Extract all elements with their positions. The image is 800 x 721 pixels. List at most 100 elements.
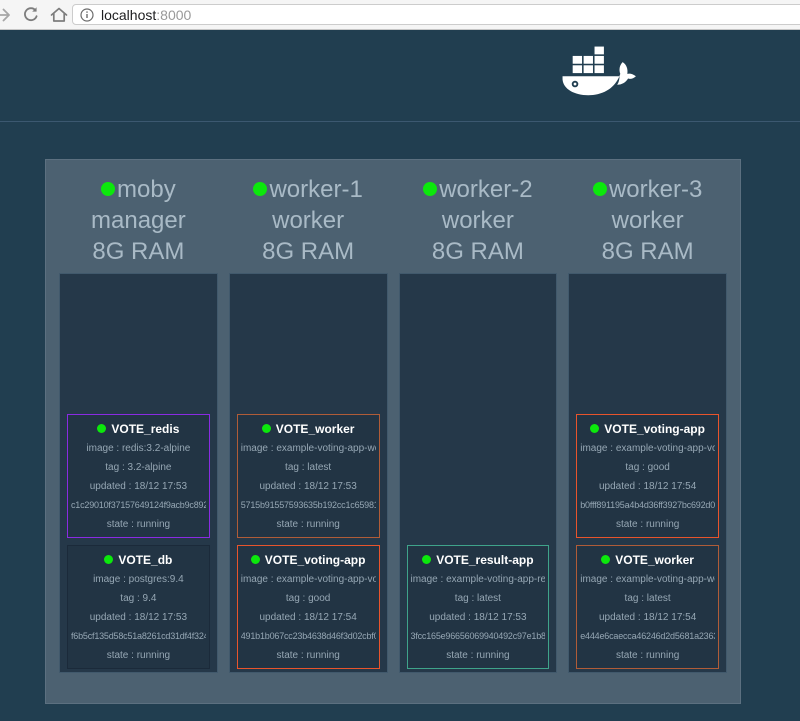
node-column: worker-3 worker 8G RAM VOTE_voting-app i…	[568, 172, 727, 673]
container-image: image : example-voting-app-worker:latest	[580, 574, 715, 585]
container-status-dot	[250, 555, 260, 565]
swarm-visualizer: moby manager 8G RAM VOTE_redis image : r…	[45, 159, 741, 704]
container-updated: updated : 18/12 17:53	[89, 481, 188, 492]
container-status-dot	[97, 424, 107, 434]
node-role: worker	[272, 207, 345, 234]
container-name: VOTE_worker	[275, 422, 355, 436]
node-panel: VOTE_worker image : example-voting-app-w…	[228, 273, 388, 673]
node-name: worker-2	[439, 176, 533, 203]
container-hash: f6b5cf135d58c51a8261cd31df4f3246	[71, 631, 206, 641]
container-updated: updated : 18/12 17:54	[598, 481, 697, 492]
container-name: VOTE_result-app	[436, 553, 534, 567]
node-status-dot	[592, 181, 607, 196]
container-card: VOTE_voting-app image : example-voting-a…	[236, 545, 380, 669]
forward-button[interactable]	[0, 5, 13, 25]
container-state: state : running	[106, 650, 171, 661]
node-name: worker-1	[269, 176, 363, 203]
container-state: state : running	[446, 650, 510, 661]
container-tag: tag : latest	[454, 593, 501, 604]
container-status-dot	[422, 555, 432, 565]
node-panel: VOTE_result-app image : example-voting-a…	[398, 273, 558, 673]
node-ram: 8G RAM	[262, 238, 355, 265]
node-column: worker-1 worker 8G RAM VOTE_worker image…	[228, 172, 388, 673]
container-name: VOTE_redis	[111, 422, 180, 436]
node-name: moby	[117, 176, 176, 203]
node-header: worker-2 worker 8G RAM	[399, 172, 558, 273]
container-image: image : redis:3.2-alpine	[86, 443, 191, 454]
node-panel: VOTE_voting-app image : example-voting-a…	[568, 273, 727, 673]
node-header: worker-1 worker 8G RAM	[229, 172, 388, 273]
container-status-dot	[261, 424, 271, 434]
container-hash: b0fff891195a4b4d36ff3927bc692d0b	[580, 500, 715, 510]
container-updated: updated : 18/12 17:53	[259, 481, 357, 492]
url-port: :8000	[156, 6, 192, 23]
node-role: worker	[611, 207, 684, 234]
container-tag: tag : 3.2-alpine	[105, 462, 172, 473]
container-hash: 3fcc165e96656069940492c97e1b8e6	[410, 631, 546, 641]
container-hash: 5715b91557593635b192cc1c6598172	[240, 500, 376, 510]
container-tag: tag : good	[285, 593, 331, 604]
node-panel: VOTE_redis image : redis:3.2-alpine tag …	[59, 273, 218, 673]
container-state: state : running	[276, 519, 340, 530]
container-tag: tag : latest	[624, 593, 671, 604]
node-ram: 8G RAM	[92, 238, 185, 265]
node-status-dot	[253, 181, 268, 196]
container-card: VOTE_redis image : redis:3.2-alpine tag …	[67, 414, 210, 538]
container-image: image : example-voting-app-vote:good	[240, 574, 376, 585]
nodes-row: moby manager 8G RAM VOTE_redis image : r…	[46, 160, 740, 703]
container-card: VOTE_db image : postgres:9.4 tag : 9.4 u…	[67, 545, 210, 669]
node-header: worker-3 worker 8G RAM	[568, 172, 727, 273]
container-status-dot	[601, 555, 611, 565]
container-image: image : example-voting-app-vote:good	[580, 443, 715, 454]
info-icon[interactable]	[80, 7, 94, 22]
container-tag: tag : latest	[285, 462, 332, 473]
node-status-dot	[423, 181, 438, 196]
container-state: state : running	[615, 519, 680, 530]
container-state: state : running	[276, 650, 340, 661]
node-header: moby manager 8G RAM	[59, 172, 218, 273]
container-state: state : running	[615, 650, 680, 661]
container-tag: tag : 9.4	[120, 593, 157, 604]
container-name: VOTE_db	[118, 553, 173, 567]
container-hash: e444e6caecca46246d2d5681a236316	[580, 631, 715, 641]
node-name: worker-3	[608, 176, 703, 203]
app-header	[0, 30, 800, 122]
container-tag: tag : good	[625, 462, 670, 473]
url-bar[interactable]: localhost:8000	[72, 4, 800, 25]
container-updated: updated : 18/12 17:53	[89, 612, 188, 623]
node-column: moby manager 8G RAM VOTE_redis image : r…	[59, 172, 218, 673]
node-status-dot	[101, 181, 116, 196]
container-card: VOTE_result-app image : example-voting-a…	[406, 545, 550, 669]
node-role: manager	[91, 207, 186, 234]
node-role: worker	[441, 207, 514, 234]
container-image: image : example-voting-app-result:latest	[410, 574, 546, 585]
container-status-dot	[104, 555, 114, 565]
refresh-icon	[24, 6, 38, 21]
container-image: image : postgres:9.4	[93, 574, 184, 585]
container-status-dot	[590, 424, 600, 434]
container-updated: updated : 18/12 17:54	[259, 612, 357, 623]
browser-toolbar: localhost:8000	[0, 0, 800, 30]
node-ram: 8G RAM	[601, 238, 694, 265]
container-hash: 491b1b067cc23b4638d46f3d02cbf03	[240, 631, 376, 641]
docker-logo-icon	[562, 46, 636, 96]
home-button[interactable]	[49, 5, 69, 25]
forward-arrow-icon	[0, 8, 10, 21]
node-ram: 8G RAM	[431, 238, 524, 265]
container-updated: updated : 18/12 17:54	[598, 612, 697, 623]
refresh-button[interactable]	[21, 5, 41, 25]
container-hash: c1c29010f37157649124f9acb9c89254	[71, 500, 206, 510]
container-card: VOTE_worker image : example-voting-app-w…	[576, 545, 719, 669]
container-name: VOTE_worker	[615, 553, 694, 567]
container-state: state : running	[106, 519, 171, 530]
container-updated: updated : 18/12 17:53	[429, 612, 527, 623]
url-input[interactable]: localhost:8000	[101, 7, 191, 23]
home-icon	[50, 7, 68, 22]
container-card: VOTE_worker image : example-voting-app-w…	[236, 414, 380, 538]
container-name: VOTE_voting-app	[264, 553, 366, 567]
container-name: VOTE_voting-app	[604, 422, 705, 436]
node-column: worker-2 worker 8G RAM VOTE_result-app i…	[398, 172, 558, 673]
url-host: localhost	[101, 6, 157, 23]
container-image: image : example-voting-app-worker:latest	[240, 443, 376, 454]
container-card: VOTE_voting-app image : example-voting-a…	[576, 414, 719, 538]
